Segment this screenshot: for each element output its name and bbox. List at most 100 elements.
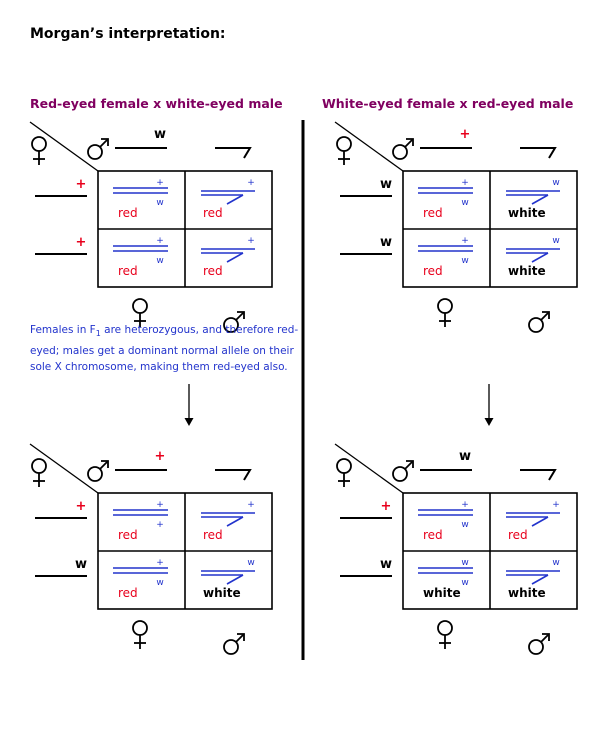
female-allele: + xyxy=(76,499,87,514)
male-symbol-shaft xyxy=(235,634,244,643)
male-symbol-shaft xyxy=(404,461,413,470)
female-symbol-ring xyxy=(437,298,453,314)
female-symbol-ring xyxy=(132,298,148,314)
y-chromosome-hook xyxy=(531,194,549,205)
male-y-chromosome xyxy=(215,147,252,159)
cell-allele-top: w xyxy=(247,558,254,568)
y-chromosome-hook xyxy=(531,252,549,263)
cell-allele-top: + xyxy=(461,500,469,510)
male-symbol-shaft xyxy=(99,139,108,148)
female-symbol-ring xyxy=(437,620,453,636)
cell-allele-top: w xyxy=(552,558,559,568)
cell-phenotype-label: white xyxy=(508,206,546,220)
male-symbol-ring xyxy=(528,317,544,333)
male-offspring-icon xyxy=(223,311,245,333)
cell-allele-bottom: + xyxy=(156,520,164,530)
punnett-cell: ++red xyxy=(113,500,168,542)
punnett-cell: w white xyxy=(506,178,560,220)
punnett-cell: +red xyxy=(201,178,255,220)
cell-allele-top: + xyxy=(156,178,164,188)
male-symbol-shaft xyxy=(235,312,244,321)
cell-allele-bottom: w xyxy=(461,578,468,588)
cell-allele-bottom: w xyxy=(156,198,163,208)
cell-allele-top: + xyxy=(247,178,255,188)
right-cross-heading: White-eyed female x red-eyed male xyxy=(322,96,573,111)
y-chromosome-hook xyxy=(531,516,549,527)
cell-phenotype-label: red xyxy=(203,528,223,542)
cell-allele-top: + xyxy=(461,178,469,188)
cell-allele-top: w xyxy=(552,236,559,246)
male-symbol-ring xyxy=(223,639,239,655)
female-allele: + xyxy=(76,177,87,192)
male-offspring-icon xyxy=(528,311,550,333)
cell-allele-top: + xyxy=(247,500,255,510)
male-symbol-shaft xyxy=(540,312,549,321)
cell-phenotype-label: red xyxy=(118,586,138,600)
corner-divider-line xyxy=(29,121,99,172)
cell-phenotype-label: red xyxy=(508,528,528,542)
male-offspring-icon xyxy=(528,633,550,655)
male-symbol-ring xyxy=(87,466,103,482)
punnett-cell: +red xyxy=(201,236,255,278)
female-allele: w xyxy=(380,557,392,572)
female-parent-icon xyxy=(336,458,352,487)
corner-divider-line xyxy=(334,443,404,494)
female-parent-icon xyxy=(31,458,47,487)
male-symbol-head xyxy=(237,633,245,641)
cell-phenotype-label: red xyxy=(423,264,443,278)
female-symbol-ring xyxy=(336,458,352,474)
cell-allele-top: + xyxy=(552,500,560,510)
female-offspring-icon xyxy=(132,620,148,649)
y-chromosome-hook xyxy=(226,574,244,585)
male-symbol-ring xyxy=(87,144,103,160)
arrow-down-icon xyxy=(184,384,194,426)
male-parent-icon xyxy=(87,138,109,160)
y-chromosome-hook xyxy=(226,194,244,205)
y-chromosome-hook xyxy=(226,252,244,263)
cell-allele-top: w xyxy=(461,558,468,568)
male-offspring-icon xyxy=(223,633,245,655)
cell-phenotype-label: red xyxy=(118,264,138,278)
male-x-allele: + xyxy=(460,127,471,142)
cell-phenotype-label: white xyxy=(423,586,461,600)
male-symbol-shaft xyxy=(540,634,549,643)
male-parent-icon xyxy=(87,460,109,482)
male-symbol-ring xyxy=(392,466,408,482)
female-parent-icon xyxy=(31,136,47,165)
punnett-cell: + red xyxy=(506,500,560,542)
y-chromosome-hook xyxy=(531,574,549,585)
male-parent-icon xyxy=(392,138,414,160)
female-symbol-ring xyxy=(31,458,47,474)
cell-phenotype-label: red xyxy=(118,528,138,542)
left-cross-heading: Red-eyed female x white-eyed male xyxy=(30,96,283,111)
male-y-chromosome xyxy=(520,469,557,481)
female-allele: + xyxy=(381,499,392,514)
female-symbol-ring xyxy=(336,136,352,152)
male-symbol-ring xyxy=(392,144,408,160)
female-allele: + xyxy=(76,235,87,250)
cell-allele-bottom: w xyxy=(156,578,163,588)
male-symbol-shaft xyxy=(404,139,413,148)
male-symbol-head xyxy=(101,138,109,146)
male-symbol-head xyxy=(237,311,245,319)
male-y-chromosome xyxy=(520,147,557,159)
cell-allele-top: w xyxy=(552,178,559,188)
cell-phenotype-label: red xyxy=(423,528,443,542)
male-symbol-ring xyxy=(528,639,544,655)
female-allele: w xyxy=(380,235,392,250)
caption-subscript: 1 xyxy=(95,329,101,339)
page-title: Morgan’s interpretation: xyxy=(30,26,226,42)
male-x-allele: w xyxy=(154,127,166,142)
